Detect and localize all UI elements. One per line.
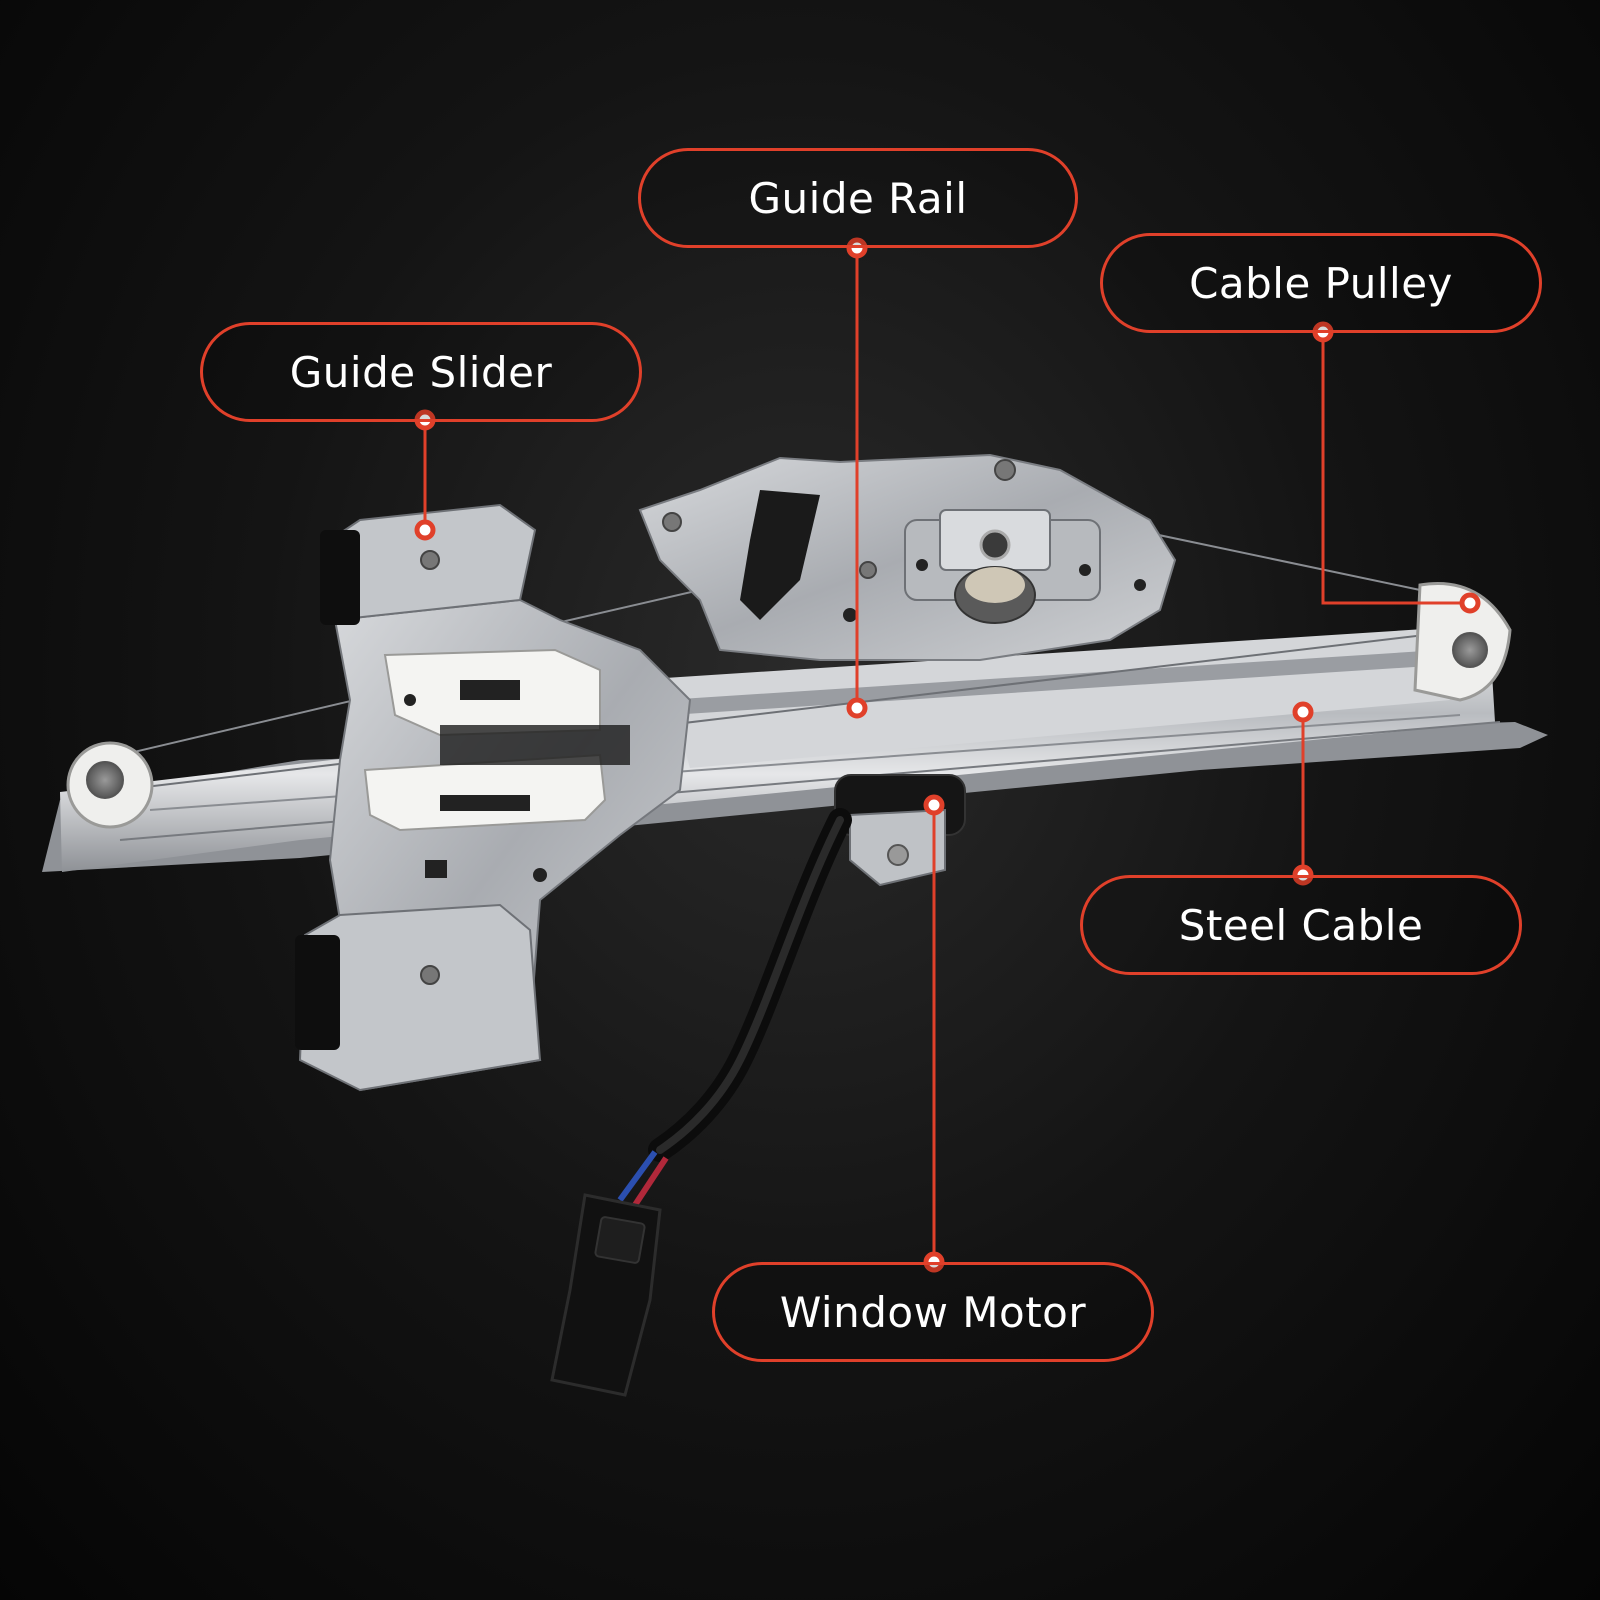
- window-motor-dot-target: [923, 794, 945, 816]
- cable-drum-part: [904, 509, 1101, 624]
- steel-cable-dot-target: [1292, 701, 1314, 723]
- cable-pulley-dot-target: [1459, 592, 1481, 614]
- callout-dots: [414, 237, 1481, 1273]
- guide-rail-part: [42, 628, 1548, 872]
- guide-slider-label: Guide Slider: [200, 322, 642, 422]
- guide-rail-dot-target: [846, 697, 868, 719]
- cable-pulley-label-text: Cable Pulley: [1189, 258, 1453, 308]
- cable-pulley-label: Cable Pulley: [1100, 233, 1542, 333]
- guide-rail-dot-top: [846, 237, 868, 259]
- left-end-pulley: [66, 741, 154, 829]
- window-motor-part: [834, 774, 966, 887]
- wire-harness-part: [617, 808, 852, 1207]
- callout-leader-lines: [423, 248, 1470, 1262]
- guide-slider-part: [295, 503, 692, 1092]
- steel-cable-label: Steel Cable: [1080, 875, 1522, 975]
- steel-cable-label-text: Steel Cable: [1178, 900, 1424, 950]
- right-end-pulley: [1413, 582, 1512, 702]
- electrical-connector: [550, 1193, 662, 1397]
- guide-rail-label-text: Guide Rail: [748, 173, 968, 223]
- guide-rail-label: Guide Rail: [638, 148, 1078, 248]
- guide-slider-label-text: Guide Slider: [289, 347, 553, 397]
- guide-slider-dot-target: [414, 519, 436, 541]
- window-motor-label: Window Motor: [712, 1262, 1154, 1362]
- window-motor-label-text: Window Motor: [779, 1287, 1087, 1337]
